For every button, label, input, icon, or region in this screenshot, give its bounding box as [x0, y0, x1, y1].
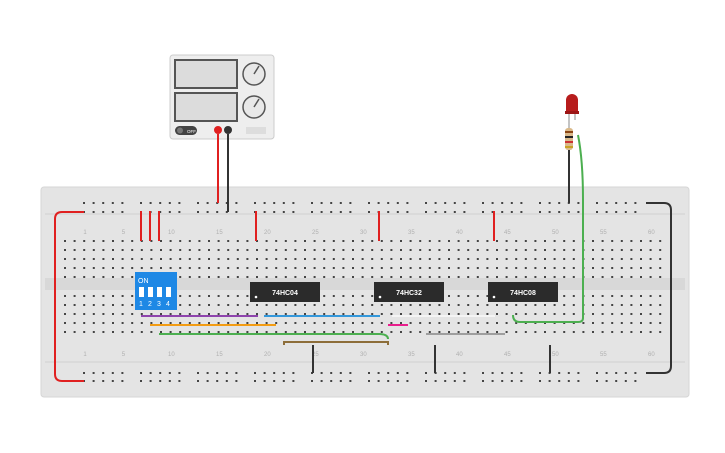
current-display [174, 92, 238, 122]
column-number-top: 55 [600, 230, 607, 236]
chip-74hc08[interactable]: 74HC08 [488, 282, 558, 302]
chip-label: 74HC32 [396, 290, 422, 297]
column-number-bottom: 1 [83, 352, 87, 358]
column-number-bottom: 20 [264, 352, 271, 358]
column-number-top: 25 [312, 230, 319, 236]
dip-number-2: 2 [148, 301, 152, 308]
wire-brown[interactable] [283, 341, 389, 345]
dip-number-1: 1 [139, 301, 143, 308]
chip-label: 74HC08 [510, 290, 536, 297]
dip-on-label: ON [138, 278, 149, 285]
led-red[interactable] [565, 94, 579, 120]
column-number-top: 60 [648, 230, 655, 236]
chip-label: 74HC04 [272, 290, 298, 297]
column-number-bottom: 60 [648, 352, 655, 358]
column-number-bottom: 50 [552, 352, 559, 358]
column-number-top: 15 [216, 230, 223, 236]
power-jumpers-red[interactable] [140, 211, 495, 241]
column-number-bottom: 30 [360, 352, 367, 358]
breadboard-holes[interactable] [64, 202, 662, 382]
column-number-top: 10 [168, 230, 175, 236]
wire-black-right-rail[interactable] [646, 202, 672, 374]
column-number-bottom: 15 [216, 352, 223, 358]
column-number-top: 30 [360, 230, 367, 236]
column-number-top: 1 [83, 230, 87, 236]
dip-toggle-3[interactable] [157, 287, 162, 297]
dip-toggle-1[interactable] [139, 287, 144, 297]
chip-74hc32[interactable]: 74HC32 [374, 282, 444, 302]
chip-74hc04[interactable]: 74HC04 [250, 282, 320, 302]
column-number-bottom: 40 [456, 352, 463, 358]
dip-toggle-4[interactable] [166, 287, 171, 297]
column-number-bottom: 35 [408, 352, 415, 358]
wire-green-main[interactable] [159, 333, 389, 340]
dip-toggle-2[interactable] [148, 287, 153, 297]
column-number-bottom: 10 [168, 352, 175, 358]
negative-terminal[interactable] [224, 126, 232, 134]
column-number-top: 35 [408, 230, 415, 236]
dip-number-4: 4 [166, 301, 170, 308]
column-number-bottom: 45 [504, 352, 511, 358]
column-number-top: 5 [122, 230, 126, 236]
column-number-top: 45 [504, 230, 511, 236]
column-number-top: 20 [264, 230, 271, 236]
column-number-bottom: 25 [312, 352, 319, 358]
power-button-label: OFF [187, 129, 196, 134]
power-supply[interactable]: OFF [169, 54, 275, 140]
column-number-top: 40 [456, 230, 463, 236]
column-number-bottom: 5 [122, 352, 126, 358]
ground-jumpers-black[interactable] [312, 345, 551, 373]
wire-green-led[interactable] [512, 134, 584, 323]
dip-switch[interactable]: ON 1 2 3 4 [135, 272, 177, 310]
wire-red-left-rail[interactable] [54, 211, 84, 382]
dip-number-3: 3 [157, 301, 161, 308]
column-number-bottom: 55 [600, 352, 607, 358]
column-number-top: 50 [552, 230, 559, 236]
resistor[interactable] [565, 120, 573, 150]
positive-terminal[interactable] [214, 126, 222, 134]
voltage-display [174, 59, 238, 89]
